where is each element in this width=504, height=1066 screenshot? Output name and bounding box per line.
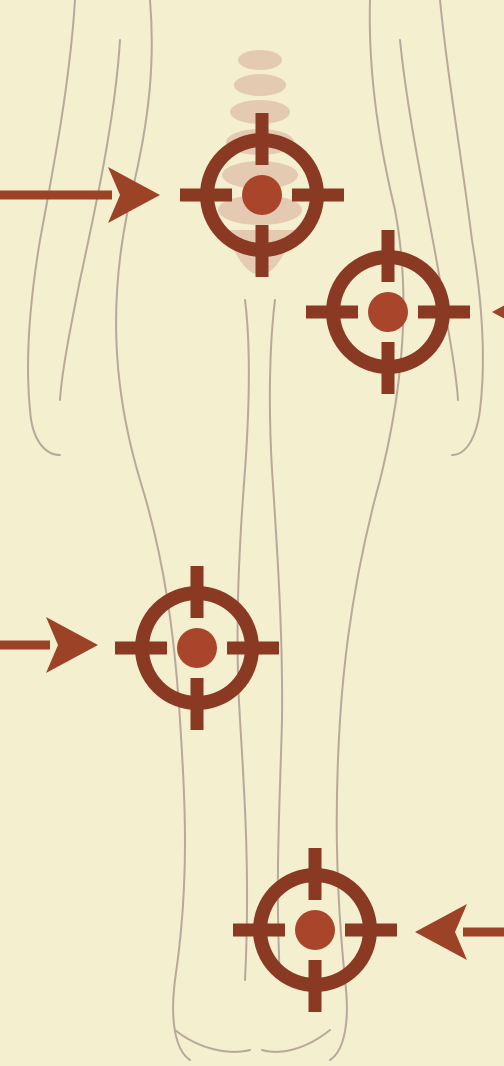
crosshair-icon (242, 175, 282, 215)
crosshair-icon (177, 628, 217, 668)
crosshair-icon (295, 910, 335, 950)
crosshair-icon (368, 292, 408, 332)
